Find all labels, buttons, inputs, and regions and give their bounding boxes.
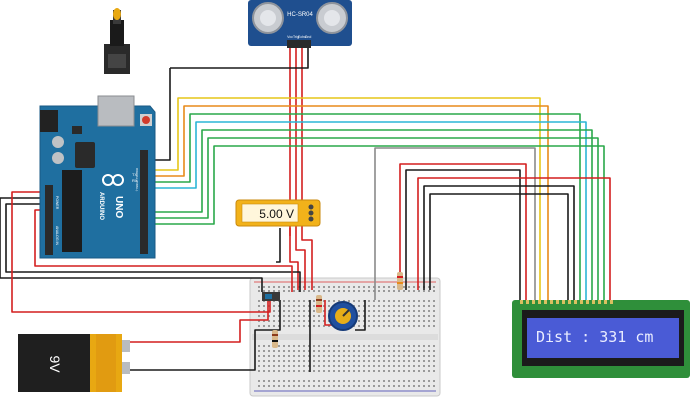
ultrasonic-sensor[interactable]: HC-SR04 Vcc Trig Echo Gnd — [248, 0, 352, 48]
wire-red-lcd — [399, 163, 527, 300]
arduino-brand: ARDUINO — [98, 192, 104, 220]
wire-red-5v — [11, 191, 271, 313]
potentiometer[interactable] — [328, 301, 358, 331]
battery-9v[interactable]: 9V — [18, 334, 130, 392]
wire-black-gnd-1 — [0, 197, 263, 292]
wire-yellow — [148, 97, 541, 300]
wire-sensor-trig — [295, 48, 306, 290]
wire-pot-black — [355, 300, 366, 331]
arduino-rx-label: RX — [132, 178, 138, 183]
lcd-text: Dist : 331 cm — [536, 328, 653, 346]
resistor-1 — [272, 330, 278, 348]
breadboard[interactable] — [249, 277, 441, 397]
breadboard-holes — [258, 286, 435, 387]
wire-red-lcd-2 — [417, 177, 611, 300]
sensor-model-label: HC-SR04 — [287, 12, 313, 18]
resistor-3 — [397, 272, 403, 290]
wire-sensor-vcc — [289, 48, 299, 290]
resistor-2 — [316, 295, 322, 313]
lcd-display[interactable]: Dist : 331 cm — [512, 300, 690, 378]
wires — [0, 48, 611, 372]
sensor-pin-gnd: Gnd — [305, 35, 312, 39]
wire-red-vin — [34, 209, 293, 292]
sensor-pin-echo: Echo — [298, 35, 306, 39]
wire-meter-black — [276, 228, 281, 263]
wire-green-3 — [148, 137, 599, 300]
arduino-digital-label: DIGITAL (PWM~) — [135, 168, 139, 191]
multimeter[interactable]: 5.00 V — [235, 199, 321, 227]
sensor-pin-vcc: Vcc — [287, 35, 293, 39]
arduino-logo — [102, 174, 124, 186]
lcd-pin-header — [520, 300, 613, 304]
slide-switch[interactable] — [262, 292, 280, 301]
wire-gray-contrast — [374, 147, 536, 300]
arduino-analog-label: ANALOG IN — [55, 226, 59, 246]
arduino-power-label: POWER — [55, 196, 59, 210]
wire-black-gnd-2 — [5, 203, 301, 292]
wire-cyan — [148, 121, 587, 300]
wire-green-1 — [148, 113, 581, 300]
multimeter-reading: 5.00 V — [259, 207, 294, 221]
wire-sensor-echo — [301, 48, 313, 290]
wire-orange — [148, 105, 549, 300]
arduino-model: UNO — [113, 196, 124, 218]
arduino-tx-label: TX — [132, 172, 137, 177]
wire-battery-red — [125, 300, 269, 343]
battery-label: 9V — [47, 355, 63, 373]
wire-green-2 — [148, 129, 593, 300]
wire-battery-black — [125, 300, 281, 371]
arduino-uno-board[interactable]: ARDUINO UNO TX RX POWER ANALOG IN DIGITA… — [39, 8, 156, 259]
wire-green-4 — [148, 145, 605, 300]
sensor-pin-trig: Trig — [293, 35, 299, 39]
